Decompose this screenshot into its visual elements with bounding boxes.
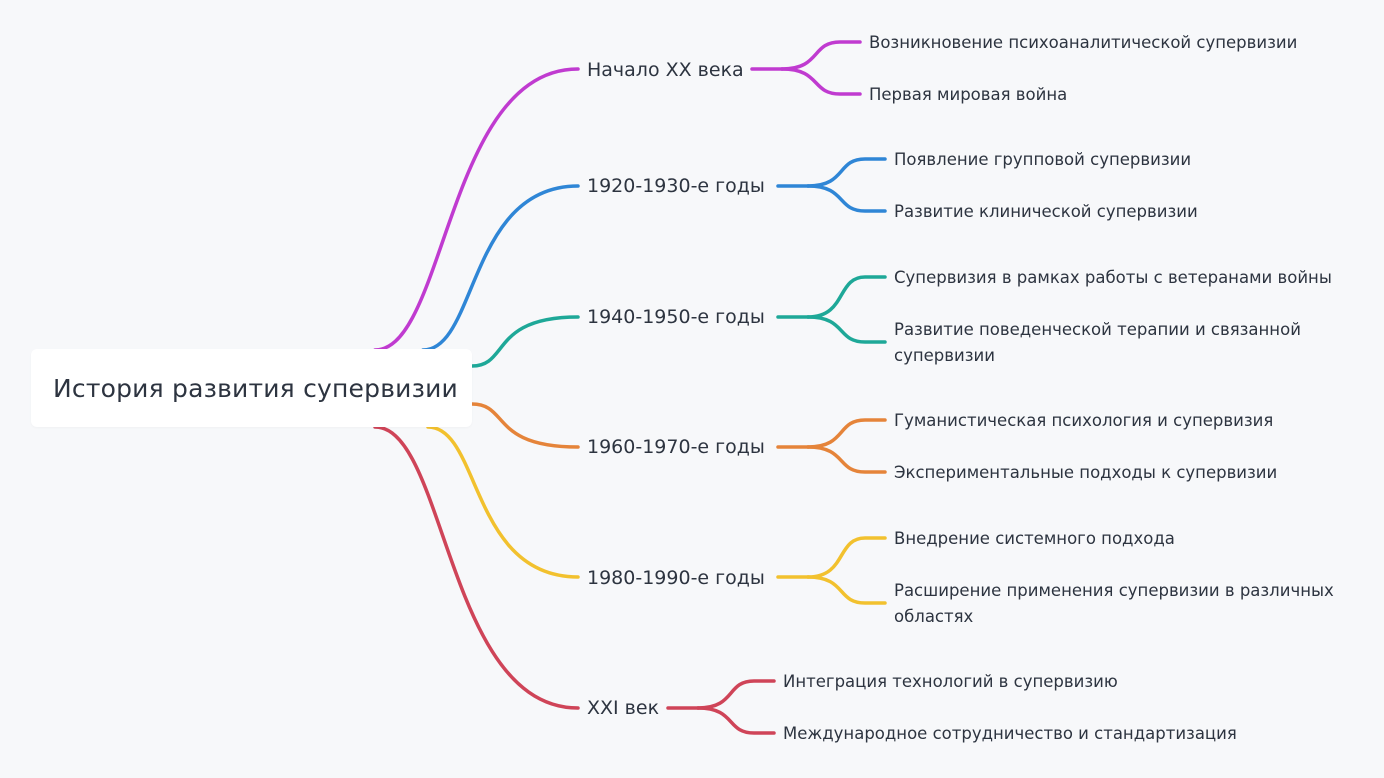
branch-node-5[interactable]: 1980-1990-е годы [587, 567, 765, 589]
connector-branch-leaf-4-2 [806, 445, 887, 474]
leaf-node-1-1[interactable]: Возникновение психоаналитической суперви… [869, 33, 1298, 52]
connector-branch-leaf-2-2 [806, 184, 887, 213]
leaf-node-6-2[interactable]: Международное сотрудничество и стандарти… [783, 724, 1237, 743]
root-node[interactable]: История развития супервизии [31, 349, 472, 427]
connector-branch-leaf-6-1 [696, 679, 776, 710]
leaf-node-4-2[interactable]: Экспериментальные подходы к супервизии [894, 463, 1278, 482]
connector-root-branch-6 [373, 425, 580, 710]
leaf-node-5-1[interactable]: Внедрение системного подхода [894, 529, 1175, 548]
connector-root-branch-2 [421, 184, 580, 352]
branch-node-4[interactable]: 1960-1970-е годы [587, 436, 765, 458]
connector-branch-leaf-3-2 [806, 315, 887, 344]
connector-root-branch-1 [373, 67, 580, 352]
leaf-node-4-1[interactable]: Гуманистическая психология и супервизия [894, 411, 1274, 430]
connector-branch-leaf-3-1 [806, 275, 887, 319]
root-title: История развития супервизии [53, 373, 458, 403]
connector-branch-leaf-1-1 [780, 40, 862, 71]
connector-branch-leaf-6-2 [696, 706, 776, 735]
connector-root-branch-3 [470, 315, 580, 368]
connector-branch-leaf-4-1 [806, 418, 887, 449]
leaf-node-3-1[interactable]: Супервизия в рамках работы с ветеранами … [894, 268, 1332, 287]
connector-branch-leaf-1-2 [780, 67, 862, 96]
branch-node-1[interactable]: Начало XX века [587, 59, 744, 81]
leaf-node-2-2[interactable]: Развитие клинической супервизии [894, 202, 1198, 221]
branch-node-2[interactable]: 1920-1930-е годы [587, 175, 765, 197]
leaf-node-3-2[interactable]: Развитие поведенческой терапии и связанн… [894, 320, 1301, 365]
connector-branch-leaf-2-1 [806, 157, 887, 188]
connector-branch-leaf-5-1 [806, 536, 887, 579]
connector-branch-leaf-5-2 [806, 575, 887, 605]
leaf-node-2-1[interactable]: Появление групповой супервизии [894, 150, 1192, 169]
leaf-node-5-2[interactable]: Расширение применения супервизии в разли… [894, 581, 1334, 626]
leaf-node-1-2[interactable]: Первая мировая война [869, 85, 1068, 104]
branch-node-3[interactable]: 1940-1950-е годы [587, 306, 765, 328]
leaf-node-6-1[interactable]: Интеграция технологий в супервизию [783, 672, 1118, 691]
branch-node-6[interactable]: XXI век [587, 697, 660, 719]
connector-root-branch-4 [470, 402, 580, 449]
connector-root-branch-5 [426, 425, 580, 579]
